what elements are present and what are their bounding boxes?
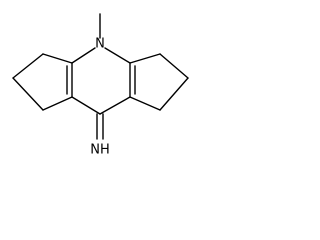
bond-right-3 [159,77,189,111]
bond-left-1 [42,53,73,64]
bond-n-c4a [71,47,96,64]
bond-n-c10a [104,47,131,64]
imine-nh-label: NH [90,143,110,158]
bond-c9a-c9 [71,96,101,115]
structure-diagram: N NH [0,0,200,171]
bond-left-2 [12,53,44,79]
molecule-drawing: N NH [12,13,189,158]
bond-right-1 [129,53,161,64]
bond-left-3 [12,77,44,111]
bond-c9b-c9 [99,96,131,115]
bond-left-4 [42,96,73,111]
bond-right-2 [159,53,189,79]
ring-nitrogen-label: N [95,37,105,52]
bond-right-4 [129,96,161,111]
